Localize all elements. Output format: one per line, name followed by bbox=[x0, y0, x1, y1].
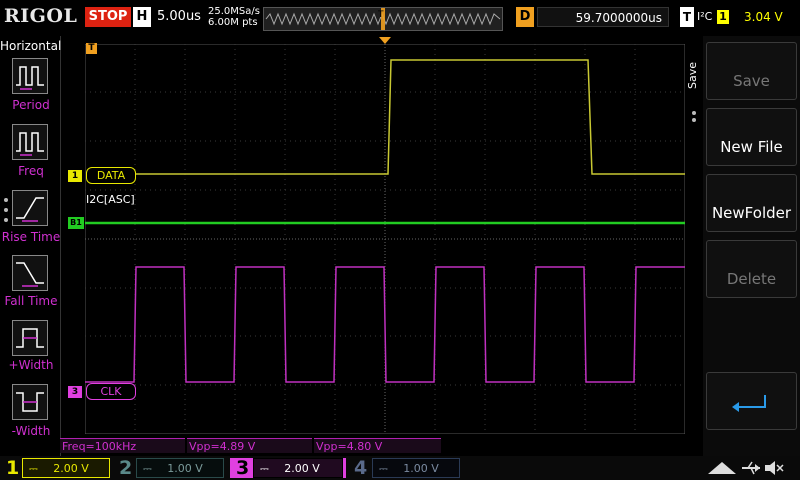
new-file-button[interactable]: New File bbox=[706, 108, 797, 166]
measure-menu-title: Horizontal bbox=[0, 39, 62, 53]
ch1-data-trace bbox=[135, 59, 685, 175]
negative-width-button[interactable] bbox=[12, 384, 48, 420]
fall-time-label: Fall Time bbox=[4, 294, 58, 308]
menu-expand-icon[interactable] bbox=[704, 458, 740, 478]
dc-coupling-icon: ⎓ bbox=[260, 462, 269, 475]
measure-vpp-ch1: Vpp=4.89 V bbox=[187, 438, 312, 453]
dc-coupling-icon: ⎓ bbox=[29, 462, 38, 475]
trigger-level-marker[interactable]: T bbox=[86, 43, 97, 54]
ch3-clock-trace bbox=[85, 266, 685, 383]
positive-width-button[interactable] bbox=[12, 320, 48, 356]
trigger-position-icon bbox=[379, 37, 391, 44]
ch2-scale-box[interactable]: ⎓ 1.00 V bbox=[136, 458, 224, 478]
fall-time-icon bbox=[16, 262, 44, 287]
ch4-scale-box[interactable]: ⎓ 1.00 V bbox=[372, 458, 460, 478]
horizontal-badge: H bbox=[133, 7, 151, 27]
speaker-muted-icon[interactable] bbox=[763, 458, 785, 478]
enter-button[interactable] bbox=[706, 372, 797, 430]
freq-button[interactable] bbox=[12, 124, 48, 160]
frequency-icon bbox=[16, 132, 44, 156]
trigger-source: 1 bbox=[717, 10, 729, 24]
memory-depth: 6.00M pts bbox=[208, 17, 258, 28]
ch1-scale: 2.00 V bbox=[53, 462, 89, 475]
measure-vpp-ch3: Vpp=4.80 V bbox=[314, 438, 441, 453]
positive-width-label: +Width bbox=[8, 358, 54, 372]
brand-logo: RIGOL bbox=[4, 5, 78, 27]
ch1-scale-box[interactable]: ⎓ 2.00 V bbox=[22, 458, 110, 478]
trigger-type[interactable]: I²C bbox=[697, 10, 713, 23]
enter-arrow-icon bbox=[732, 395, 766, 412]
rise-time-button[interactable] bbox=[12, 190, 48, 226]
sample-rate-info: 25.0MSa/s 6.00M pts bbox=[208, 6, 260, 28]
memory-overview-strip[interactable]: T bbox=[263, 7, 503, 31]
period-button[interactable] bbox=[12, 58, 48, 94]
fall-time-button[interactable] bbox=[12, 255, 48, 291]
measure-frequency: Freq=100kHz bbox=[60, 438, 185, 453]
run-stop-indicator[interactable]: STOP bbox=[85, 7, 131, 27]
dc-coupling-icon: ⎓ bbox=[143, 462, 152, 475]
delay-value[interactable]: 59.7000000us bbox=[537, 7, 669, 27]
rise-time-icon bbox=[16, 197, 44, 222]
ch2-scale: 1.00 V bbox=[167, 462, 203, 475]
ch1-number[interactable]: 1 bbox=[6, 457, 20, 479]
trigger-badge: T bbox=[680, 7, 694, 27]
new-folder-button[interactable]: NewFolder bbox=[706, 174, 797, 232]
usb-icon bbox=[742, 461, 760, 475]
menu-indicator-icon bbox=[692, 111, 696, 122]
ch3-label-tag: CLK bbox=[86, 383, 136, 400]
period-icon bbox=[16, 66, 44, 90]
timebase-value[interactable]: 5.00us bbox=[157, 9, 201, 24]
sample-rate: 25.0MSa/s bbox=[208, 6, 260, 17]
rise-time-label: Rise Time bbox=[1, 230, 61, 244]
trigger-level[interactable]: 3.04 V bbox=[744, 10, 783, 24]
svg-text:T: T bbox=[377, 10, 384, 20]
ch1-offset-marker[interactable]: 1 bbox=[68, 170, 82, 182]
ch2-number[interactable]: 2 bbox=[119, 457, 133, 479]
negative-width-icon bbox=[16, 392, 44, 412]
save-button[interactable]: Save bbox=[706, 42, 797, 100]
ch3-scale: 2.00 V bbox=[284, 462, 320, 475]
ch4-scale: 1.00 V bbox=[403, 462, 439, 475]
ch1-label-tag: DATA bbox=[86, 167, 136, 184]
page-dots-icon bbox=[4, 198, 8, 222]
ch3-scale-box[interactable]: ⎓ 2.00 V bbox=[253, 458, 343, 478]
bus-decode-label: I2C[ASC] bbox=[86, 193, 135, 206]
memory-waveform-icon: T bbox=[265, 8, 501, 30]
freq-label: Freq bbox=[18, 164, 44, 178]
save-menu-tab: Save bbox=[686, 62, 699, 90]
dc-coupling-icon: ⎓ bbox=[379, 462, 388, 475]
bus-offset-marker[interactable]: B1 bbox=[68, 217, 84, 229]
positive-width-icon bbox=[16, 328, 44, 348]
period-label: Period bbox=[12, 98, 50, 112]
delete-button[interactable]: Delete bbox=[706, 240, 797, 298]
ch3-offset-marker[interactable]: 3 bbox=[68, 386, 82, 398]
delay-badge: D bbox=[516, 7, 534, 27]
negative-width-label: -Width bbox=[11, 424, 51, 438]
ch4-number[interactable]: 4 bbox=[354, 457, 368, 479]
ch3-number[interactable]: 3 bbox=[236, 457, 250, 479]
waveform-display[interactable] bbox=[85, 44, 685, 434]
